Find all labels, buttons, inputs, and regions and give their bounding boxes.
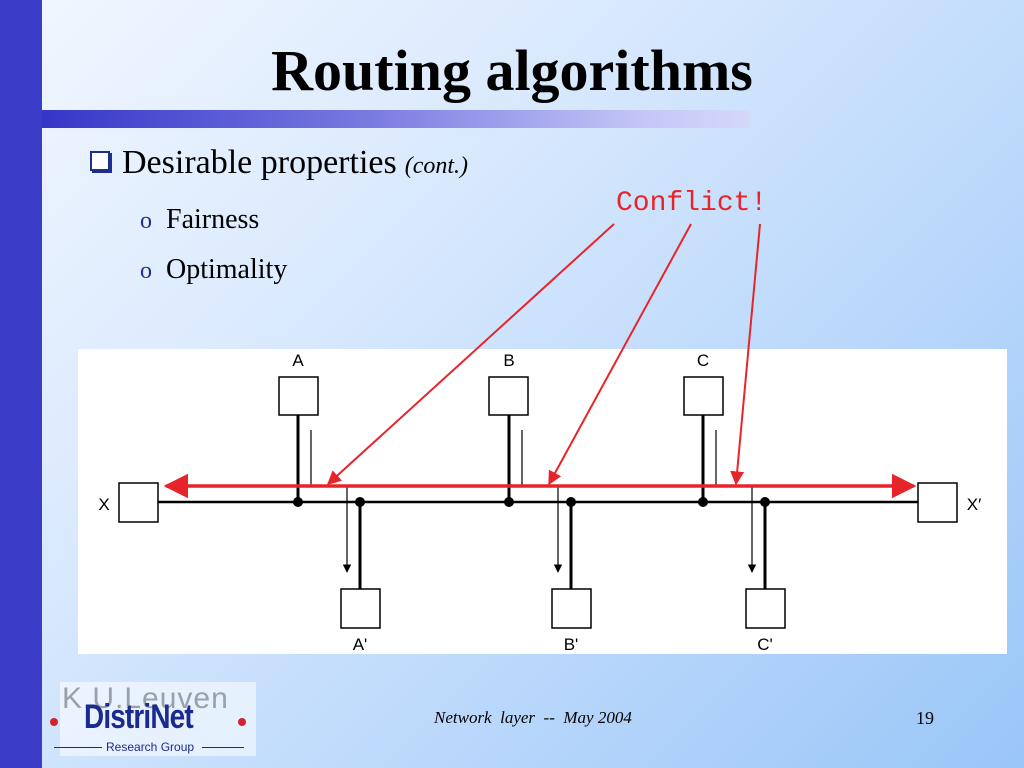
- conflict-arrow-a: [326, 223, 615, 485]
- conflict-annotation: Conflict!: [616, 188, 768, 219]
- subbullet-text: Fairness: [166, 204, 260, 235]
- logo-name: DistriNet: [84, 698, 194, 736]
- title-underline: [42, 110, 750, 128]
- label-c-prime: C': [757, 635, 773, 654]
- junction-a: [293, 497, 303, 507]
- circle-bullet-icon: o: [140, 208, 152, 234]
- label-x-prime: X′: [967, 495, 982, 514]
- subbullet-optimality: o Optimality: [140, 254, 287, 286]
- logo-dot-left: [50, 718, 58, 726]
- junction-b-prime: [566, 497, 576, 507]
- bullet-text: Desirable properties: [122, 144, 397, 181]
- junction-c-prime: [760, 497, 770, 507]
- node-a-prime: [340, 588, 381, 629]
- label-b-prime: B': [564, 635, 579, 654]
- label-c: C: [697, 351, 709, 370]
- node-x-prime: [917, 482, 958, 523]
- label-b: B: [503, 351, 514, 370]
- node-c-prime: [745, 588, 786, 629]
- label-a-prime: A': [353, 635, 368, 654]
- junction-a-prime: [355, 497, 365, 507]
- bullet-desirable-properties: Desirable properties (cont.): [90, 144, 468, 182]
- left-accent-bar: [0, 0, 42, 768]
- distrinet-logo: K.U.Leuven DistriNet Research Group: [44, 680, 258, 758]
- node-x: [118, 482, 159, 523]
- label-a: A: [292, 351, 304, 370]
- subbullet-fairness: o Fairness: [140, 204, 259, 236]
- node-c: [683, 376, 724, 416]
- page-number: 19: [916, 708, 934, 728]
- logo-ku-text: K.U.Leuven: [62, 682, 229, 715]
- conflict-arrow-b: [548, 223, 692, 486]
- slide-title: Routing algorithms: [271, 38, 753, 103]
- footer-text: Network layer -- May 2004: [434, 708, 632, 727]
- conflict-arrow-c: [730, 223, 761, 486]
- junction-c: [698, 497, 708, 507]
- node-a: [278, 376, 319, 416]
- junction-b: [504, 497, 514, 507]
- label-x: X: [98, 495, 109, 514]
- logo-dot-right: [238, 718, 246, 726]
- subbullet-text: Optimality: [166, 254, 288, 285]
- square-bullet-icon: [90, 151, 110, 171]
- node-b-prime: [551, 588, 592, 629]
- bullet-note: (cont.): [404, 153, 469, 179]
- node-b: [488, 376, 529, 416]
- logo-subtitle: Research Group: [106, 740, 195, 754]
- circle-bullet-icon: o: [140, 258, 152, 284]
